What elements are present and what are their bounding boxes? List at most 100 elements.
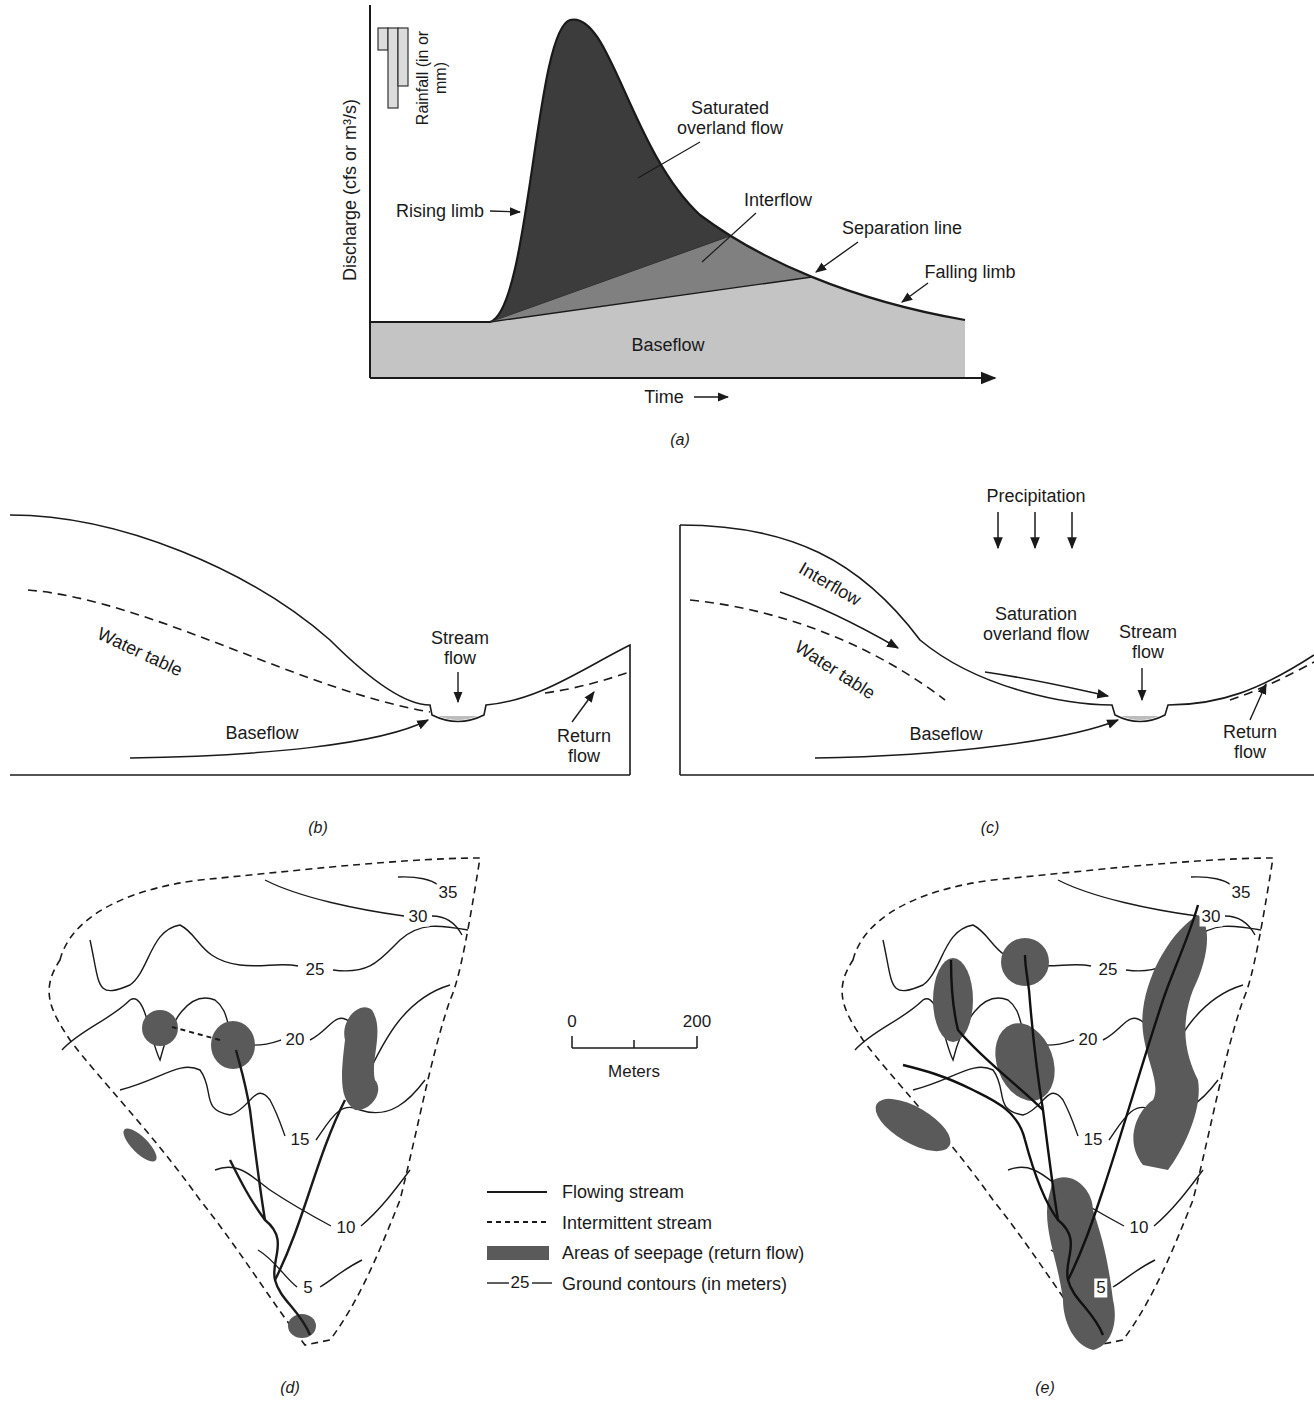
- hillslope-section: [1230, 662, 1314, 700]
- flow-label: Return flow: [549, 726, 619, 766]
- hillslope-section: [1121, 716, 1159, 720]
- hillslope-section: [10, 515, 630, 775]
- stream: [1025, 955, 1058, 1220]
- hydrograph: [490, 277, 812, 322]
- panel-label: (d): [280, 1379, 300, 1397]
- flow-label: Baseflow: [631, 335, 704, 355]
- basin-map: [49, 858, 480, 1345]
- hydrograph: [638, 142, 700, 178]
- curve-label: Rising limb: [396, 201, 484, 221]
- hillslope-section: [1250, 684, 1266, 720]
- hydrograph: [490, 236, 730, 322]
- hillslope-section: [680, 774, 1314, 776]
- hydrograph: [368, 277, 1000, 380]
- hillslope-section: [10, 515, 630, 775]
- hydrograph: [490, 211, 520, 212]
- contour-number: 15: [1082, 1130, 1105, 1149]
- flow-label: Saturation overland flow: [980, 604, 1092, 644]
- hillslope-section: [679, 525, 681, 775]
- flow-label: Baseflow: [225, 723, 298, 743]
- stream: [1068, 905, 1198, 1280]
- hillslope-section: [438, 716, 478, 720]
- curve-label: Separation line: [842, 218, 962, 238]
- seepage-area: [119, 1007, 378, 1338]
- hydrograph: [902, 283, 928, 302]
- flow-label: Interflow: [744, 190, 812, 210]
- contour-number: 10: [1128, 1218, 1151, 1237]
- hillslope-section: [1141, 668, 1142, 700]
- flow-label: Precipitation: [986, 486, 1085, 506]
- contour-number: 35: [437, 883, 460, 902]
- legend-sample: [487, 1192, 552, 1283]
- hydrograph: [369, 5, 371, 378]
- legend-sample: [487, 1282, 509, 1283]
- contour-number: 5: [1094, 1278, 1107, 1297]
- stream: [951, 960, 1043, 1110]
- seepage-area: [1047, 1177, 1115, 1350]
- contour-number: 10: [335, 1218, 358, 1237]
- water-table-label: Water table: [791, 637, 879, 704]
- panel-label: (e): [1035, 1379, 1055, 1397]
- scale-number: 0: [567, 1012, 576, 1031]
- hillslope-section: [457, 672, 458, 702]
- stream: [275, 1100, 345, 1280]
- seepage-area: [342, 1007, 378, 1110]
- hillslope-section: [572, 692, 594, 722]
- water-table-label: Water table: [94, 624, 185, 681]
- scale-bar: [571, 1036, 573, 1048]
- hillslope-section: [10, 774, 630, 776]
- hydrograph: [816, 242, 858, 272]
- contour-number: 25: [304, 960, 327, 979]
- contour-number: 30: [407, 907, 430, 926]
- panel-label: (c): [981, 819, 1000, 837]
- scale-number: 200: [683, 1012, 711, 1031]
- hillslope-section: [997, 512, 999, 548]
- legend-sample: [532, 1282, 552, 1283]
- hydrograph: [370, 377, 995, 379]
- hydrograph: [370, 19, 965, 378]
- flow-label: Stream flow: [425, 628, 495, 668]
- flow-label: Baseflow: [909, 724, 982, 744]
- seepage-area: [1133, 915, 1207, 1170]
- contour-number: 5: [301, 1278, 314, 1297]
- axis-label: Discharge (cfs or m³/s): [340, 99, 360, 281]
- seepage-area: [119, 1124, 161, 1166]
- legend-text: Areas of seepage (return flow): [562, 1243, 804, 1264]
- hydrograph: [370, 322, 965, 378]
- axis-label: Rainfall (in or mm): [414, 31, 450, 126]
- seepage-area: [868, 1088, 959, 1161]
- hillslope-section: [545, 672, 630, 693]
- scale-bar: [696, 1036, 698, 1048]
- hillslope-section: [815, 720, 1118, 758]
- hillslope-section: [1071, 512, 1073, 548]
- contour-number: 20: [284, 1030, 307, 1049]
- panel-label: (a): [670, 431, 690, 449]
- panel-label: (b): [308, 819, 328, 837]
- flow-label: Saturated overland flow: [655, 98, 805, 138]
- legend-sample: [487, 1191, 547, 1193]
- legend-sample: [487, 1221, 547, 1223]
- illustration: [868, 905, 1207, 1350]
- contour-number: 20: [1077, 1030, 1100, 1049]
- legend-text: Ground contours (in meters): [562, 1273, 787, 1294]
- hydrograph: [398, 28, 408, 86]
- seepage-area: [211, 1021, 255, 1069]
- contour-number: 25: [1097, 960, 1120, 979]
- hydrograph: [702, 213, 756, 262]
- flow-label: Return flow: [1215, 722, 1285, 762]
- stream: [903, 905, 1198, 1335]
- stream: [236, 1050, 265, 1220]
- contour-number: 30: [1200, 907, 1223, 926]
- legend-swatch: [487, 1246, 549, 1260]
- scale-bar: [572, 1036, 697, 1048]
- hillslope-section: [985, 672, 1108, 696]
- curve-label: Falling limb: [924, 262, 1015, 282]
- scale-label: Meters: [608, 1062, 660, 1081]
- hillslope-section: [680, 512, 1314, 775]
- hydrograph: [694, 396, 728, 397]
- scale-bar: [633, 1040, 635, 1048]
- basin-map: [842, 858, 1273, 1345]
- hydrograph: [368, 5, 1000, 397]
- legend-text: Flowing stream: [562, 1182, 684, 1203]
